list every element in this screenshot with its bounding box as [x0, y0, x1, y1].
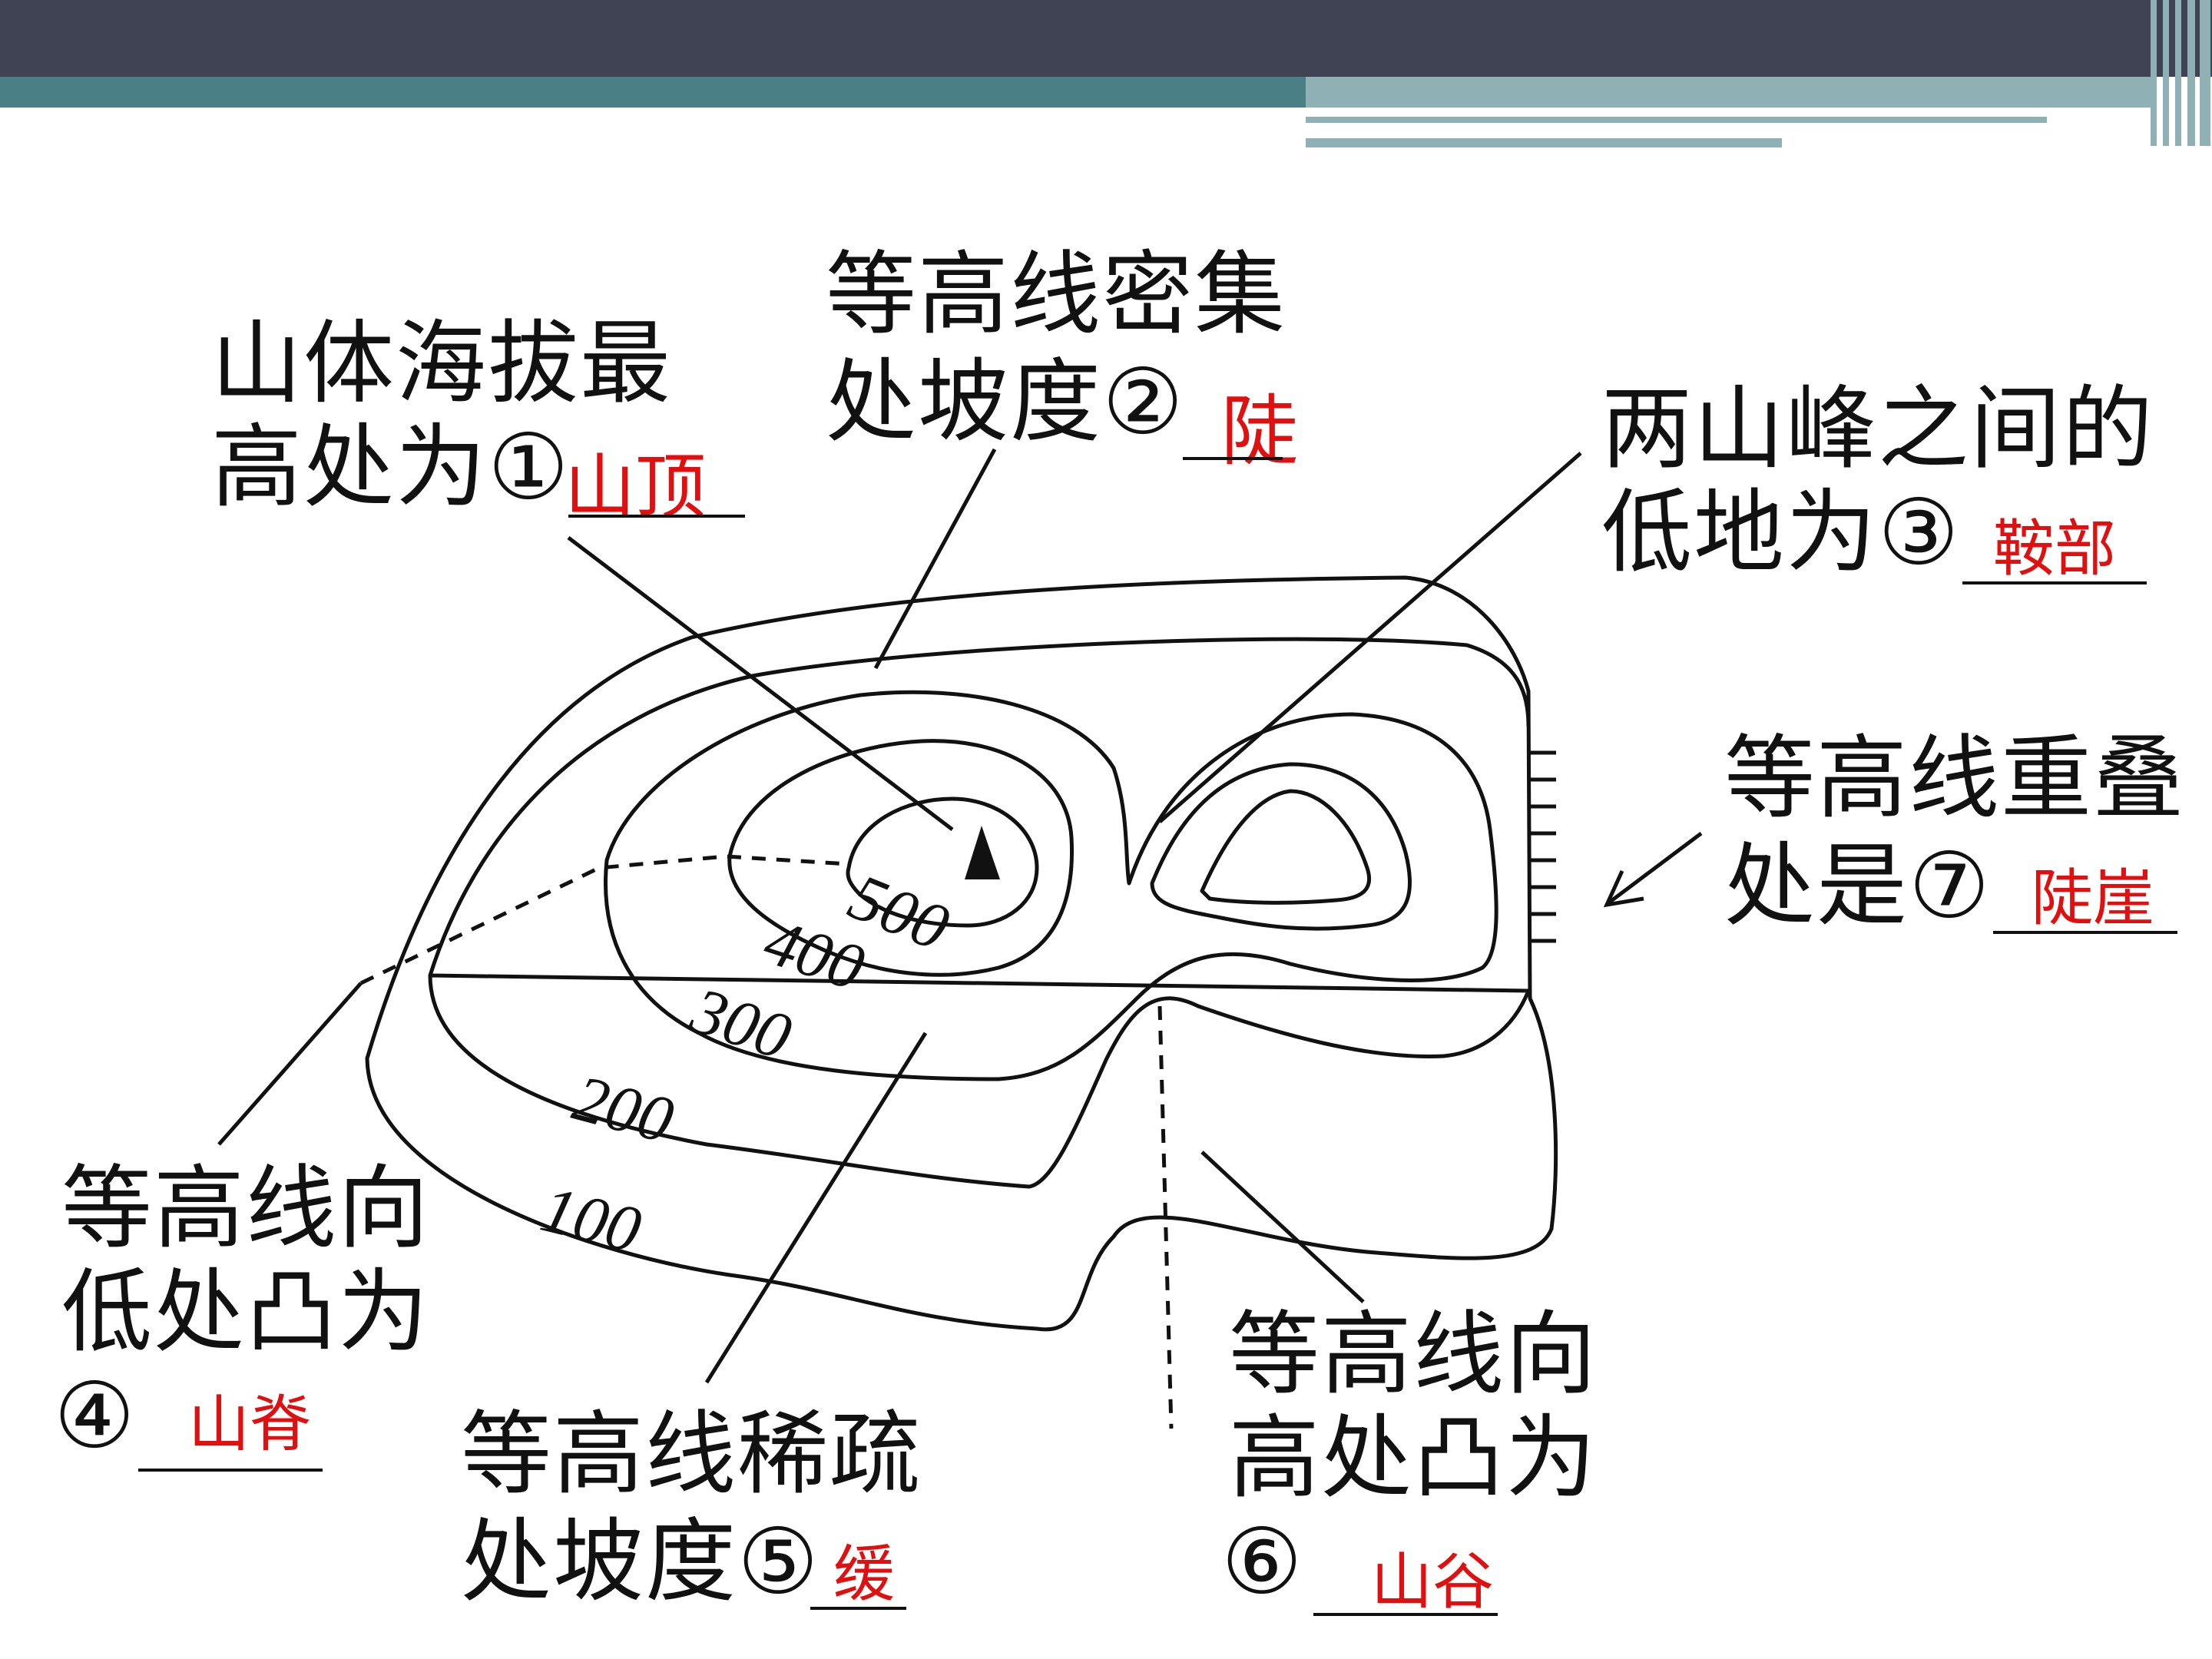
label-saddle-line1: 两山峰之间的 — [1601, 376, 2155, 482]
header-banner — [0, 0, 2212, 77]
contour-300 — [604, 690, 1498, 1081]
underline-summit — [568, 515, 745, 518]
contour-400-east — [1150, 762, 1412, 931]
label-summit-line1: 山体海拔最 — [211, 310, 673, 416]
contour-200 — [428, 637, 1531, 1189]
leader-saddle — [1158, 452, 1582, 823]
leader-ridge — [217, 982, 363, 1146]
answer-saddle: 鞍部 — [1993, 513, 2116, 584]
contour-label-300: 300 — [682, 972, 800, 1073]
leader-valley — [1200, 1151, 1365, 1303]
answer-overlap: 陡崖 — [2032, 863, 2154, 934]
leader-dense — [873, 448, 997, 670]
header-stripes — [2151, 0, 2212, 146]
underline-overlap — [1993, 931, 2177, 934]
peak-triangle-icon — [965, 826, 1000, 879]
contour-400 — [727, 739, 1075, 977]
label-sparse-line2: 处坡度⑤ — [461, 1508, 820, 1614]
label-overlap-line1: 等高线重叠 — [1724, 725, 2186, 831]
ridge-line — [359, 854, 849, 985]
underline-sparse — [810, 1607, 906, 1610]
label-valley-line3: ⑥ — [1221, 1508, 1304, 1614]
header-thin-line-2 — [1306, 138, 1782, 147]
contour-100 — [365, 575, 1558, 1332]
label-valley-line2: 高处凸为 — [1229, 1405, 1598, 1511]
arrow-cliff — [1603, 832, 1703, 908]
underline-dense — [1183, 457, 1283, 460]
header-band — [0, 77, 1306, 108]
valley-line — [1157, 1005, 1174, 1429]
header-band-light — [1306, 77, 2151, 108]
answer-valley: 山谷 — [1371, 1546, 1494, 1618]
label-valley-line1: 等高线向 — [1229, 1301, 1598, 1407]
label-ridge-line1: 等高线向 — [61, 1155, 431, 1261]
answer-ridge: 山脊 — [188, 1389, 311, 1460]
label-dense-line2: 处坡度② — [826, 349, 1185, 455]
label-sparse-line1: 等高线稀疏 — [461, 1401, 922, 1507]
answer-sparse: 缓 — [833, 1538, 895, 1610]
label-saddle-line2: 低地为③ — [1601, 479, 1961, 585]
underline-ridge — [138, 1469, 323, 1472]
label-ridge-line3: ④ — [54, 1363, 137, 1469]
contour-label-200: 200 — [566, 1061, 680, 1157]
leader-summit — [567, 536, 954, 831]
contour-500-east — [1200, 789, 1372, 905]
contour-500 — [846, 796, 1039, 928]
label-overlap-line2: 处是⑦ — [1724, 833, 1992, 939]
label-dense-line1: 等高线密集 — [826, 241, 1287, 347]
header-thin-line — [1306, 117, 2047, 123]
label-ridge-line2: 低处凸为 — [61, 1259, 431, 1365]
underline-valley — [1313, 1613, 1498, 1616]
cliff-hatch — [1530, 750, 1556, 943]
answer-dense: 陡 — [1221, 386, 1298, 476]
contour-label-100: 100 — [534, 1171, 647, 1267]
underline-saddle — [1962, 581, 2147, 584]
label-summit-line2: 高处为① — [211, 414, 571, 520]
leader-sparse — [704, 1031, 928, 1384]
